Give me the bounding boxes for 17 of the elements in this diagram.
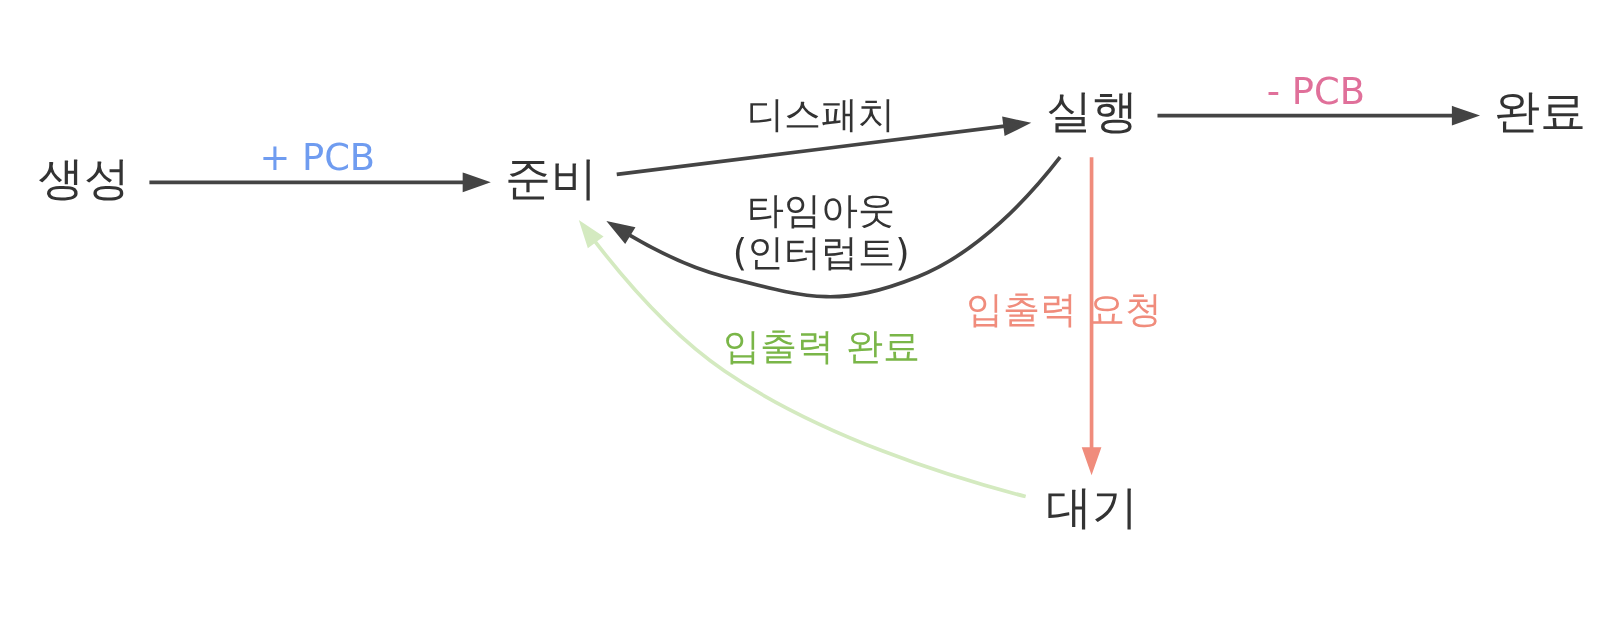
node-text: 준비 <box>504 150 597 205</box>
node-text: 실행 <box>1045 83 1138 138</box>
arrow <box>606 155 1062 298</box>
edge-label: 입출력 요청 <box>965 287 1163 331</box>
edge-label: 입출력 완료 <box>722 324 920 368</box>
node-text: 대기 <box>1045 479 1138 534</box>
arrow <box>149 172 491 192</box>
edge-label: - PCB <box>1266 69 1365 113</box>
arrow <box>1157 105 1480 125</box>
node-text: 생성 <box>37 150 130 205</box>
edge-label: 타임아웃 (인터럽트) <box>732 188 910 274</box>
node-text: 완료 <box>1494 83 1587 138</box>
edge-label: 디스패치 <box>747 92 896 136</box>
arrow <box>1081 156 1102 475</box>
arrow <box>578 219 1027 498</box>
edge-label: + PCB <box>259 135 376 179</box>
arrow <box>616 116 1032 176</box>
